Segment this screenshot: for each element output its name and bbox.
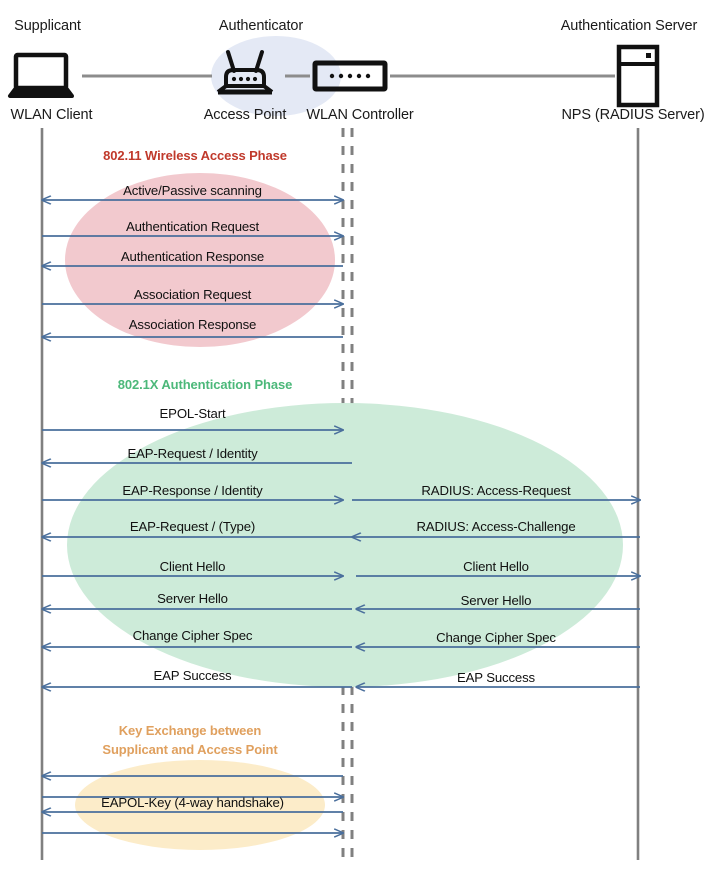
msg-label-radius-access-request: RADIUS: Access-Request xyxy=(421,483,571,498)
msg-label-radius-access-challenge: RADIUS: Access-Challenge xyxy=(416,519,576,534)
msg-label-client-hello-right: Client Hello xyxy=(463,559,529,574)
msg-label-change-cipher-spec-right: Change Cipher Spec xyxy=(436,630,556,645)
phase-label-key-exchange-line2: Supplicant and Access Point xyxy=(102,742,278,757)
actor-role-authenticator: Authenticator xyxy=(218,18,304,34)
msg-label-eap-request-type: EAP-Request / (Type) xyxy=(129,519,256,534)
actor-device-wlan-client: WLAN Client xyxy=(10,107,93,123)
phase-ellipse-key-exchange xyxy=(75,760,325,850)
wireless-router-icon xyxy=(216,50,274,95)
laptop-icon xyxy=(8,52,74,98)
server-rack-icon xyxy=(616,44,660,108)
actor-role-authentication-server: Authentication Server xyxy=(560,18,698,34)
actor-device-wlan-controller: WLAN Controller xyxy=(306,107,414,123)
msg-label-epol-start: EPOL-Start xyxy=(159,406,226,421)
authenticator-halo xyxy=(211,36,341,116)
msg-label-eap-success-left: EAP Success xyxy=(153,668,232,683)
msg-label-eapol-key: EAPOL-Key (4-way handshake) xyxy=(101,795,284,810)
msg-label-server-hello-left: Server Hello xyxy=(157,591,228,606)
msg-label-association-request: Association Request xyxy=(133,287,252,302)
phase-ellipse-dot1x-auth xyxy=(67,403,623,687)
phase-label-key-exchange-line1: Key Exchange between xyxy=(118,723,262,738)
actor-device-access-point: Access Point xyxy=(203,107,287,123)
network-switch-icon xyxy=(312,60,388,92)
msg-label-active-passive-scanning: Active/Passive scanning xyxy=(123,183,262,198)
actor-role-supplicant: Supplicant xyxy=(14,18,81,34)
phase-label-dot1x-auth: 802.1X Authentication Phase xyxy=(117,377,293,392)
msg-label-authentication-request: Authentication Request xyxy=(125,219,260,234)
msg-label-client-hello-left: Client Hello xyxy=(159,559,226,574)
msg-label-change-cipher-spec-left: Change Cipher Spec xyxy=(132,628,253,643)
msg-label-eap-request-identity: EAP-Request / Identity xyxy=(127,446,258,461)
msg-label-eap-success-right: EAP Success xyxy=(456,670,535,685)
msg-label-server-hello-right: Server Hello xyxy=(460,593,532,608)
msg-label-eap-response-identity: EAP-Response / Identity xyxy=(122,483,263,498)
phase-label-wireless-access: 802.11 Wireless Access Phase xyxy=(103,148,287,163)
msg-label-association-response: Association Response xyxy=(128,317,257,332)
msg-label-authentication-response: Authentication Response xyxy=(120,249,265,264)
actor-device-nps: NPS (RADIUS Server) xyxy=(561,107,705,123)
